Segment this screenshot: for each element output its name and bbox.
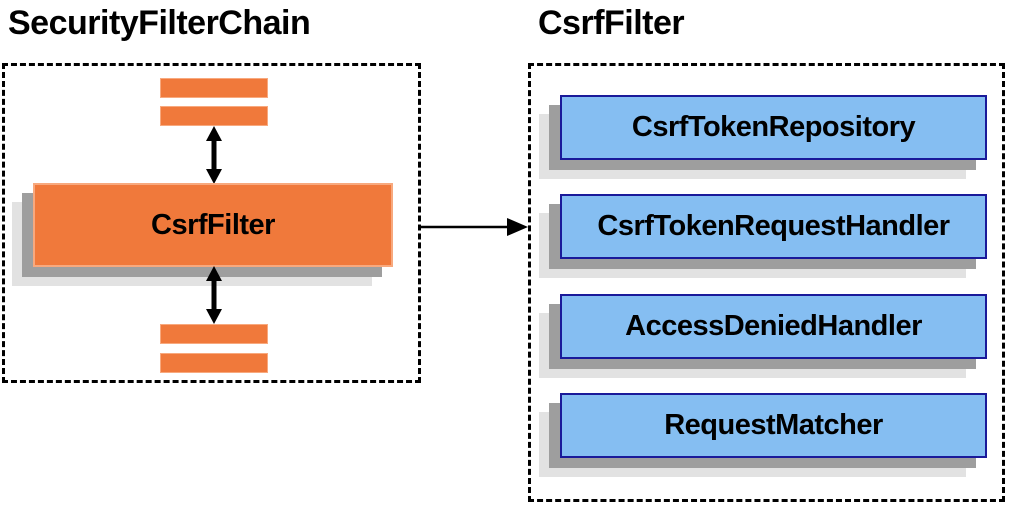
csrf-filter-container <box>528 63 1005 502</box>
access-denied-handler-node: AccessDeniedHandler <box>560 294 987 359</box>
security-filter-chain-container <box>2 63 421 383</box>
csrf-filter-node-label: CsrfFilter <box>151 208 275 241</box>
csrf-token-request-handler-node: CsrfTokenRequestHandler <box>560 194 987 259</box>
right-arrow-icon <box>421 218 528 236</box>
bidirectional-arrow-icon <box>206 266 222 324</box>
filter-placeholder-bar <box>160 106 268 126</box>
csrf-filter-title: CsrfFilter <box>538 4 685 42</box>
filter-placeholder-bar <box>160 324 268 344</box>
filter-placeholder-bar <box>160 78 268 98</box>
component-label: CsrfTokenRepository <box>631 111 916 143</box>
csrf-token-repository-node: CsrfTokenRepository <box>560 95 987 160</box>
bidirectional-arrow-icon <box>206 126 222 184</box>
csrf-filter-node: CsrfFilter <box>33 183 393 267</box>
component-label: CsrfTokenRequestHandler <box>597 210 950 242</box>
component-label: RequestMatcher <box>664 409 883 441</box>
security-filter-chain-title: SecurityFilterChain <box>8 4 311 42</box>
component-label: AccessDeniedHandler <box>625 310 922 342</box>
request-matcher-node: RequestMatcher <box>560 393 987 458</box>
filter-placeholder-bar <box>160 353 268 373</box>
